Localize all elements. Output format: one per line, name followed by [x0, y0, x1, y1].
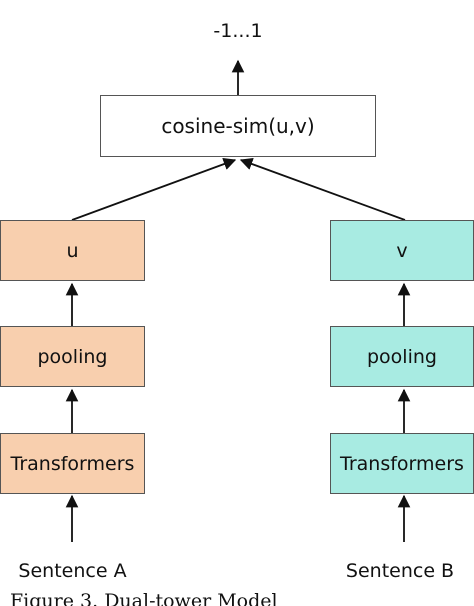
arrow-v-to-cosine: [239, 157, 406, 221]
transformers-b-box: Transformers: [330, 433, 474, 494]
cosine-sim-label: cosine-sim(u,v): [161, 114, 315, 138]
cosine-sim-box: cosine-sim(u,v): [100, 95, 376, 157]
figure-caption: Figure 3. Dual-tower Model: [10, 590, 278, 606]
transformers-a-box: Transformers: [0, 433, 145, 494]
pooling-a-label: pooling: [37, 345, 108, 368]
transformers-b-label: Transformers: [340, 452, 464, 475]
embedding-v-box: v: [330, 220, 474, 281]
embedding-v-label: v: [396, 239, 408, 262]
embedding-u-label: u: [66, 239, 79, 262]
pooling-a-box: pooling: [0, 326, 145, 387]
transformers-a-label: Transformers: [10, 452, 135, 475]
arrow-u-to-cosine: [71, 158, 237, 221]
sentence-a-label: Sentence A: [18, 560, 127, 582]
pooling-b-label: pooling: [367, 345, 437, 368]
pooling-b-box: pooling: [330, 326, 474, 387]
embedding-u-box: u: [0, 220, 145, 281]
sentence-b-label: Sentence B: [345, 560, 455, 582]
output-range-label: -1...1: [213, 20, 263, 42]
